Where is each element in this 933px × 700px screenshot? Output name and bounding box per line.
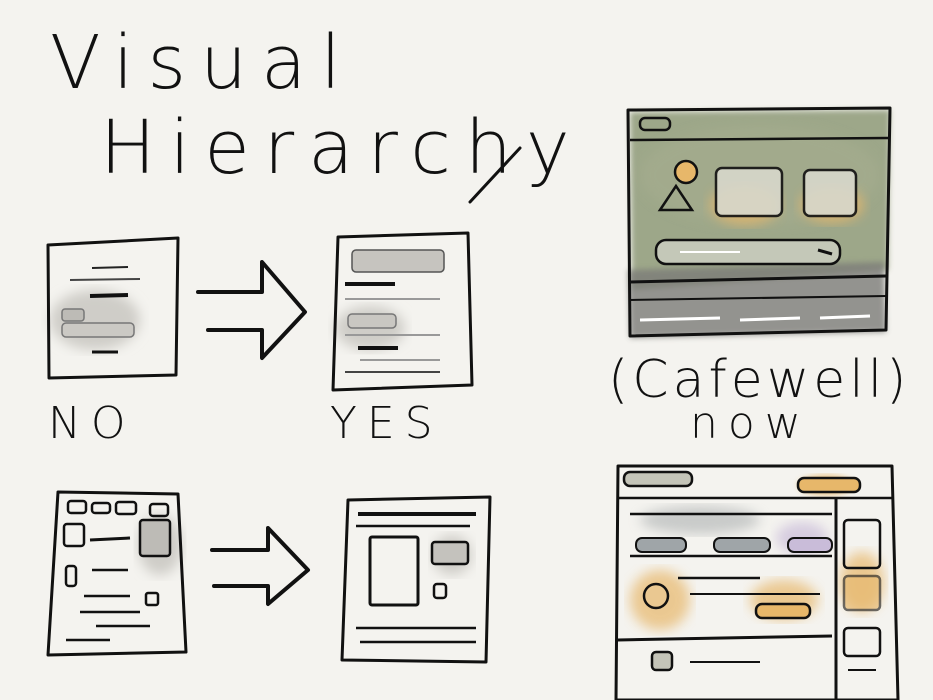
label-cafewell: (Cafewell) (608, 350, 911, 410)
title-line-1: Visual (50, 20, 355, 106)
doc-no-top (46, 236, 180, 380)
cafewell-now-sketch (614, 464, 900, 700)
cafewell-before-sketch (626, 106, 892, 338)
label-now: now (690, 398, 811, 449)
arrow-top (196, 260, 307, 360)
title-tail-stroke (468, 146, 522, 204)
doc-yes-bottom (340, 495, 492, 664)
doc-yes-top (331, 231, 474, 392)
title-line-2: Hierarchy (100, 105, 584, 191)
label-yes: YES (330, 398, 443, 449)
label-no: NO (48, 398, 136, 449)
doc-no-bottom (46, 490, 188, 657)
arrow-bottom (210, 526, 310, 606)
